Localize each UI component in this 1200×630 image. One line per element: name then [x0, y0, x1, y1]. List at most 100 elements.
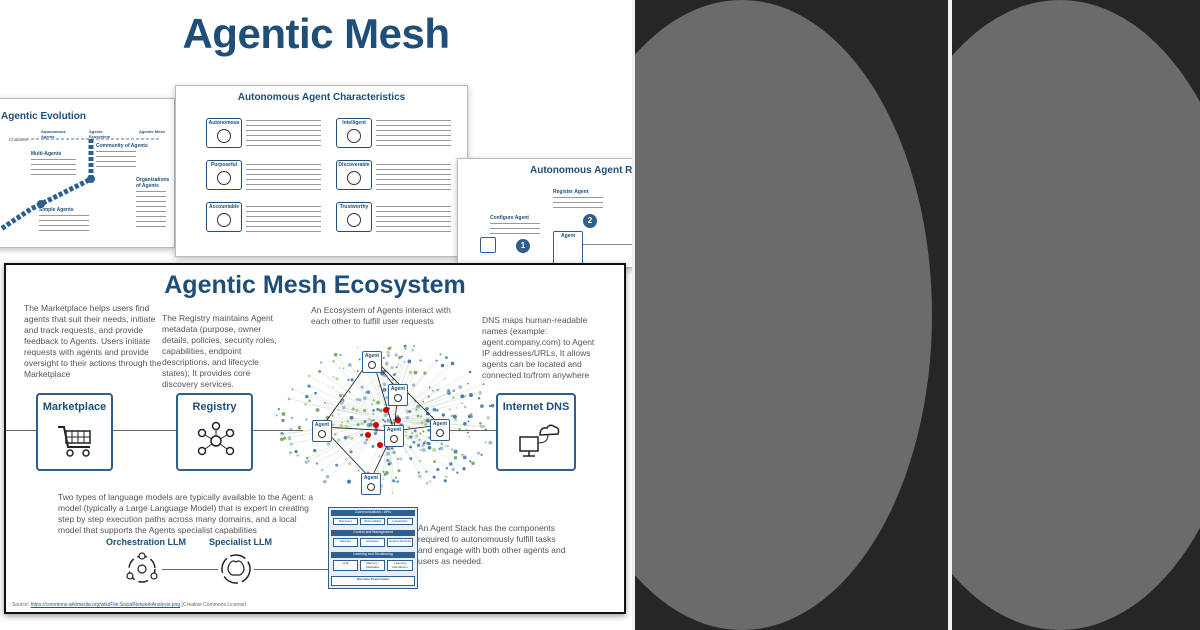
network-dot — [486, 416, 490, 420]
network-dot — [411, 432, 414, 435]
agent-node: Agent — [361, 473, 381, 495]
network-dot — [460, 454, 463, 457]
network-dot — [384, 420, 387, 423]
network-dot — [446, 444, 450, 448]
network-dot — [396, 480, 399, 483]
network-dot — [424, 423, 427, 426]
network-dot — [383, 374, 387, 378]
network-dot — [380, 371, 385, 376]
marketplace-box: Marketplace — [36, 393, 113, 471]
network-dot — [294, 450, 298, 454]
network-dot — [366, 390, 371, 394]
network-dot — [356, 346, 359, 349]
network-edge — [375, 423, 385, 434]
network-dot — [325, 474, 330, 479]
network-edge — [381, 373, 387, 407]
network-dot — [289, 427, 293, 431]
network-edge — [400, 422, 429, 431]
step-2-badge: 2 — [583, 214, 597, 228]
network-edge — [399, 413, 428, 419]
stack-cell-memory: Memory / Metadata — [360, 560, 385, 571]
network-hub-node — [395, 417, 401, 423]
network-dot — [363, 441, 367, 445]
network-dot — [378, 408, 383, 413]
network-dot — [460, 394, 465, 399]
llm-description: Two types of language models are typical… — [58, 492, 314, 535]
cart-icon — [58, 426, 91, 457]
network-edge — [327, 417, 370, 420]
network-dot — [452, 395, 455, 399]
network-dot — [471, 461, 475, 466]
network-dot — [413, 370, 418, 375]
network-dot — [386, 354, 390, 357]
connector-line — [446, 430, 496, 431]
card-trustworthy: Trustworthy — [336, 202, 372, 232]
source-link[interactable]: https://commons.wikimedia.org/wiki/File:… — [30, 602, 181, 608]
agent-head-icon — [436, 429, 444, 437]
network-dot — [419, 449, 422, 452]
network-dot — [370, 420, 373, 423]
llm-connector — [162, 569, 218, 570]
network-dot — [337, 413, 340, 415]
network-dot — [350, 436, 354, 440]
network-dot — [417, 471, 420, 474]
network-dot — [376, 400, 380, 405]
network-dot — [439, 353, 442, 356]
registry-description: The Registry maintains Agent metadata (p… — [162, 313, 277, 389]
network-edge — [349, 364, 377, 404]
network-edge — [412, 371, 471, 406]
stack-cell-control-services: Control Services — [387, 538, 413, 547]
network-dot — [464, 395, 466, 397]
network-dot — [415, 408, 418, 411]
registry-slide-title: Autonomous Agent Re — [530, 165, 638, 176]
network-dot — [392, 373, 396, 377]
network-dot — [305, 418, 308, 421]
network-dot — [383, 413, 388, 417]
network-dot — [382, 356, 385, 360]
network-edge — [309, 375, 365, 407]
network-dot — [435, 408, 439, 412]
agent-head-icon — [394, 394, 402, 402]
network-dot — [422, 400, 425, 403]
network-dot — [409, 445, 413, 449]
network-dot — [318, 369, 322, 373]
network-dot — [469, 413, 473, 417]
network-dot — [305, 456, 309, 460]
network-edge — [335, 354, 373, 401]
network-dot — [382, 470, 385, 474]
ecosystem-description: An Ecosystem of Agents interact with eac… — [311, 305, 451, 326]
network-dot — [477, 396, 481, 400]
network-dot — [349, 415, 354, 420]
book-icon — [480, 237, 496, 253]
network-dot — [376, 408, 380, 411]
ecosystem-slide: Agentic Mesh Ecosystem The Marketplace h… — [4, 263, 626, 614]
network-edge — [362, 420, 381, 424]
head-icon — [217, 171, 231, 185]
network-dot — [308, 399, 311, 403]
label-community: Community of Agents — [96, 143, 148, 149]
network-dot — [427, 446, 432, 450]
bulb-icon — [347, 129, 361, 143]
network-dot — [297, 425, 302, 430]
network-dot — [313, 449, 317, 453]
network-dot — [356, 422, 360, 426]
network-edge — [411, 383, 469, 410]
network-dot — [332, 386, 334, 389]
network-dot — [436, 467, 440, 472]
network-dot — [461, 402, 464, 405]
step-register: Register Agent — [553, 189, 589, 195]
network-edge — [366, 371, 382, 406]
specialist-brain-icon — [221, 554, 251, 584]
registry-slide: Autonomous Agent Re Configure Agent Regi… — [457, 158, 638, 268]
network-dot — [335, 463, 339, 467]
network-dot — [427, 441, 431, 446]
network-dot — [413, 345, 415, 347]
network-dot — [372, 409, 375, 412]
network-edge — [351, 379, 378, 409]
network-dot — [423, 371, 427, 375]
agent-head-icon — [368, 361, 376, 369]
network-dot — [428, 386, 431, 389]
divider-line — [632, 0, 635, 630]
network-dot — [403, 360, 406, 363]
step-configure: Configure Agent — [490, 215, 529, 221]
